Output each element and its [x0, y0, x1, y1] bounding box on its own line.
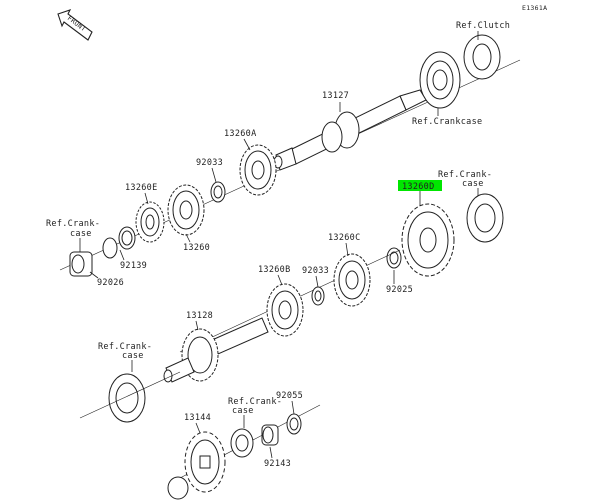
- label-13260a: 13260A: [224, 129, 257, 139]
- washer-92033-top: [210, 181, 226, 203]
- label-13260: 13260: [183, 243, 210, 253]
- crankcase-bearing-bottom-left: [108, 373, 146, 423]
- circlip-92110: [167, 476, 189, 500]
- highlight-13260d: [398, 180, 442, 191]
- label-92025: 92025: [386, 285, 413, 295]
- output-shaft-13127: [273, 89, 427, 171]
- gear-13260b: [266, 283, 304, 337]
- label-13260e: 13260E: [125, 183, 158, 193]
- label-92033-mid: 92033: [302, 266, 329, 276]
- needle-bearing-92026: [69, 251, 93, 277]
- seal-bottom: [230, 428, 254, 458]
- ref-crankcase-mid-label-1: Ref.Crank-: [98, 342, 152, 352]
- gear-13260d: [401, 203, 455, 277]
- lower-left-axis-line: [79, 371, 181, 419]
- collar-92143: [261, 424, 279, 446]
- ref-clutch-label: Ref.Clutch: [456, 21, 510, 31]
- gear-13260e: [135, 201, 165, 243]
- label-13128: 13128: [186, 311, 213, 321]
- label-13260b: 13260B: [258, 265, 291, 275]
- o-ring-92055: [286, 413, 302, 435]
- clutch-bearing: [463, 34, 501, 80]
- label-92026: 92026: [97, 278, 124, 288]
- label-13260d: 13260D: [402, 182, 435, 192]
- ref-crankcase-right-label-1: Ref.Crank-: [438, 170, 492, 180]
- sprocket-13144: [184, 431, 226, 493]
- bushing-92139: [102, 226, 136, 259]
- ref-crankcase-mid-label-2: case: [122, 351, 144, 361]
- front-arrow-icon: FRONT: [57, 9, 93, 41]
- label-92033-top: 92033: [196, 158, 223, 168]
- label-92143: 92143: [264, 459, 291, 469]
- ref-crankcase-left-label-2: case: [70, 229, 92, 239]
- label-13144: 13144: [184, 413, 211, 423]
- label-13260c: 13260C: [328, 233, 361, 243]
- crankcase-bearing-top: [419, 51, 461, 109]
- ref-crankcase-bottom-label-1: Ref.Crank-: [228, 397, 282, 407]
- ref-crankcase-top-label: Ref.Crankcase: [412, 117, 482, 127]
- washer-92033-mid: [311, 286, 325, 306]
- label-92055: 92055: [276, 391, 303, 401]
- ref-crankcase-bottom-label-2: case: [232, 406, 254, 416]
- ref-crankcase-right-label-2: case: [462, 179, 484, 189]
- label-13127: 13127: [322, 91, 349, 101]
- ref-crankcase-left-label-1: Ref.Crank-: [46, 219, 100, 229]
- diagram-code: E1361A: [522, 4, 547, 12]
- gear-13260: [167, 184, 205, 236]
- gear-13260c: [333, 253, 371, 307]
- gear-13260a: [239, 144, 277, 196]
- crankcase-bearing-right: [466, 193, 504, 243]
- input-shaft-13128: [163, 317, 269, 383]
- washer-92025: [386, 247, 402, 269]
- label-92139: 92139: [120, 261, 147, 271]
